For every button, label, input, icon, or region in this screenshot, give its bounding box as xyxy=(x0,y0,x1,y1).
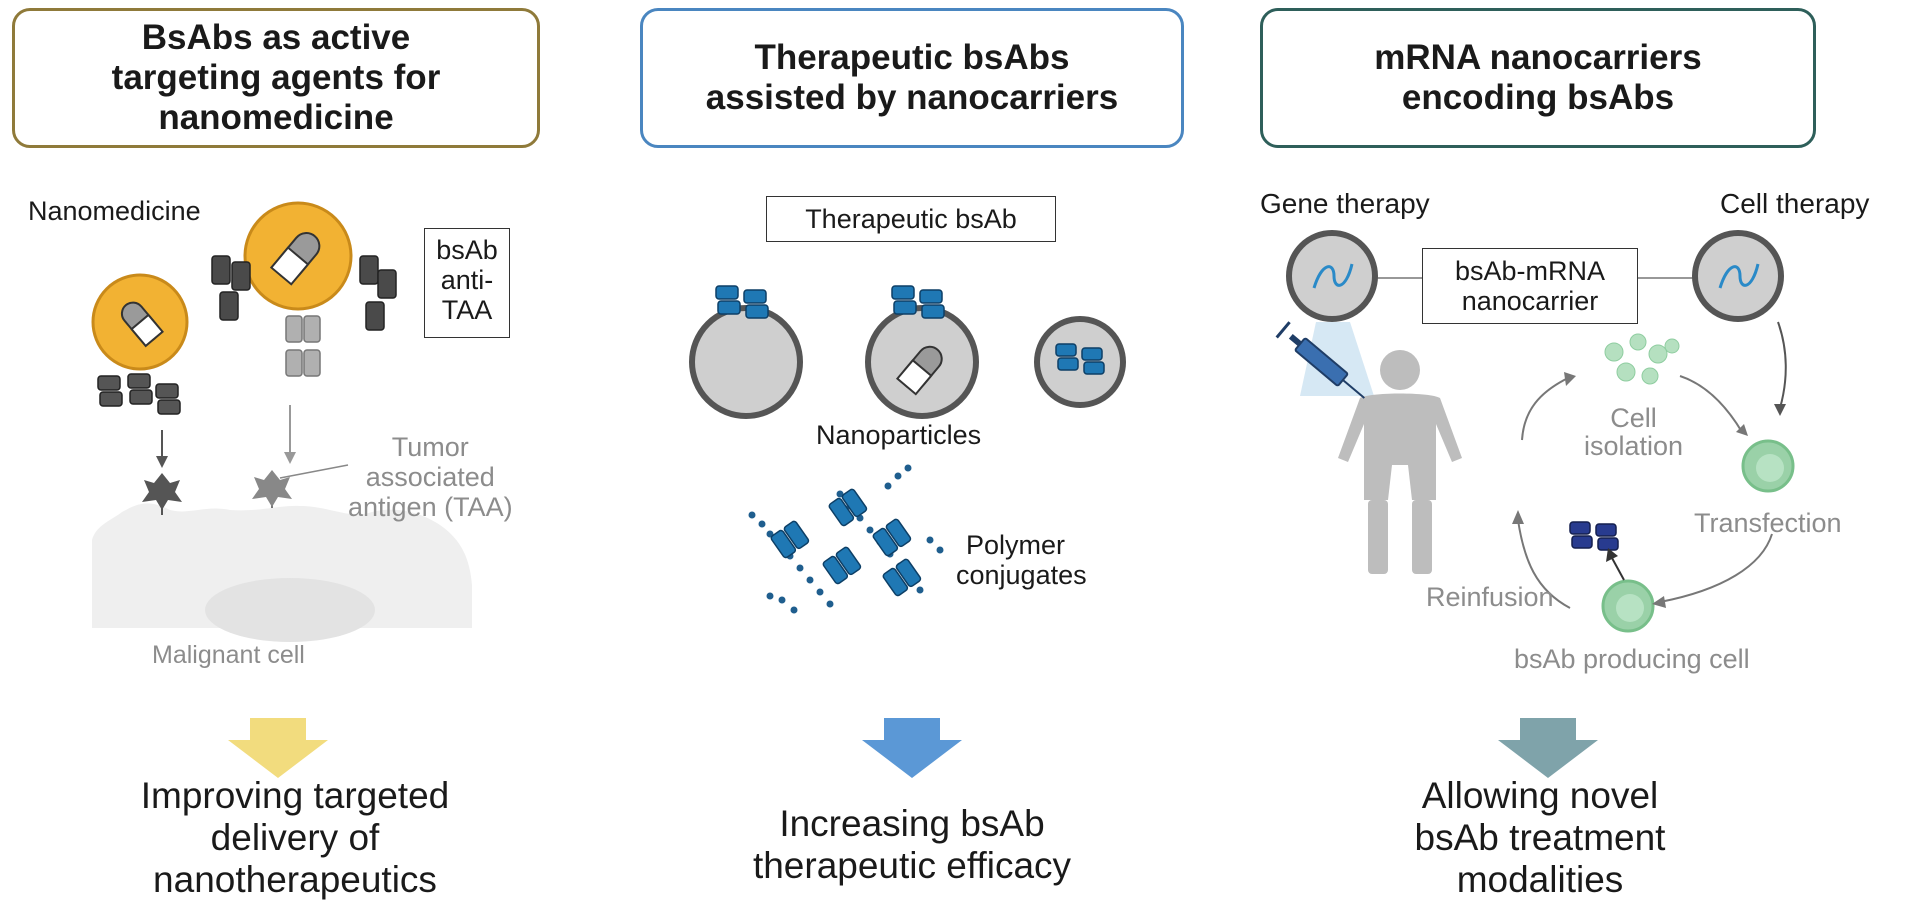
mrna-label-line1: bsAb-mRNA xyxy=(1454,256,1606,286)
transfection-label: Transfection xyxy=(1694,508,1842,538)
nanoparticles-label: Nanoparticles xyxy=(816,420,982,450)
panel1-header-line2: targeting agents for xyxy=(111,58,441,97)
cell-nucleus xyxy=(205,578,375,642)
panel3-header-line2: encoding bsAbs xyxy=(1401,78,1675,117)
bsab-label-line2: anti- xyxy=(440,265,494,295)
bsab-blue-2 xyxy=(891,285,945,319)
tumor-label-line1: Tumor xyxy=(391,432,469,462)
cell-isolation-line1: Cell xyxy=(1610,403,1657,433)
panel-nanocarriers: Therapeutic bsAbs assisted by nanocarrie… xyxy=(640,0,1240,913)
person-silhouette xyxy=(1338,350,1462,574)
cell-cluster xyxy=(1604,333,1680,385)
arrow-down-yellow-icon xyxy=(228,718,328,778)
polymer-bsabs xyxy=(770,488,922,597)
mrna-nanocarrier-left xyxy=(1286,230,1378,322)
panel1-header: BsAbs as active targeting agents for nan… xyxy=(12,8,540,148)
panel3-illustration xyxy=(1275,230,1795,633)
nanomedicine-label: Nanomedicine xyxy=(28,196,201,226)
tumor-antigen-label: Tumor associated antigen (TAA) xyxy=(348,432,513,522)
nanoparticle-plain xyxy=(689,305,803,419)
bsab-mrna-nanocarrier-box: bsAb-mRNA nanocarrier xyxy=(1422,248,1638,324)
panel1-outcome-line2: delivery of xyxy=(210,817,380,858)
polymer-conjugates-label: Polymer conjugates xyxy=(956,530,1087,590)
tumor-antigen-left xyxy=(142,473,182,510)
reinfusion-label: Reinfusion xyxy=(1426,582,1554,612)
spotlight-cone xyxy=(1300,322,1374,396)
bsab-label-line3: TAA xyxy=(441,295,493,325)
panel1-outcome-line3: nanotherapeutics xyxy=(153,859,437,900)
therapeutic-bsab-box: Therapeutic bsAb xyxy=(766,196,1056,242)
panel2-header-line1: Therapeutic bsAbs xyxy=(754,38,1070,77)
malignant-cell-shape xyxy=(92,503,472,628)
bsab-around-large xyxy=(211,255,397,331)
bsab-small xyxy=(97,373,181,415)
polymer-label-line2: conjugates xyxy=(956,560,1087,590)
panel1-outcome: Improving targeted delivery of nanothera… xyxy=(60,775,530,901)
therapeutic-bsab-label: Therapeutic bsAb xyxy=(805,204,1017,234)
arrow-down-blue-icon xyxy=(862,718,962,778)
syringe-icon xyxy=(1275,321,1365,399)
nanoparticle-encapsulated xyxy=(1034,316,1126,408)
panel1-header-line3: nanomedicine xyxy=(158,98,394,137)
panel3-header: mRNA nanocarriers encoding bsAbs xyxy=(1260,8,1816,148)
bsab-blue-3 xyxy=(1055,343,1105,375)
cell-isolation-line2: isolation xyxy=(1584,431,1684,461)
panel3-outcome: Allowing novel bsAb treatment modalities xyxy=(1300,775,1780,901)
gene-therapy-label: Gene therapy xyxy=(1260,188,1430,219)
tumor-antigen-right xyxy=(252,470,292,507)
tumor-label-line3: antigen (TAA) xyxy=(348,492,513,522)
cell-isolation-label: Cell isolation xyxy=(1584,404,1683,460)
panel2-header-line2: assisted by nanocarriers xyxy=(705,78,1119,117)
bsab-below-large xyxy=(285,315,321,377)
panel3-outcome-line3: modalities xyxy=(1456,859,1624,900)
panel1-outcome-line1: Improving targeted xyxy=(140,775,450,816)
polymer-label-line1: Polymer xyxy=(966,530,1066,560)
panel2-outcome-line2: therapeutic efficacy xyxy=(752,845,1072,886)
panel3-outcome-line1: Allowing novel xyxy=(1421,775,1659,816)
bsab-label-line1: bsAb xyxy=(436,235,498,265)
panel3-header-line1: mRNA nanocarriers xyxy=(1374,38,1702,77)
panel3-outcome-line2: bsAb treatment xyxy=(1414,817,1666,858)
mrna-nanocarrier-right xyxy=(1692,230,1784,322)
panel1-header-line1: BsAbs as active xyxy=(141,18,411,57)
panel-mrna-nanocarriers: mRNA nanocarriers encoding bsAbs xyxy=(1240,0,1920,913)
panel2-outcome: Increasing bsAb therapeutic efficacy xyxy=(670,803,1154,887)
arrow-down-teal-icon xyxy=(1498,718,1598,778)
panel-active-targeting: BsAbs as active targeting agents for nan… xyxy=(0,0,640,913)
bsab-blue-1 xyxy=(715,285,769,319)
panel1-illustration xyxy=(91,201,472,642)
bsab-producing-cell-label: bsAb producing cell xyxy=(1514,644,1750,674)
panel2-illustration xyxy=(689,285,1126,614)
bsab-anti-taa-box: bsAb anti- TAA xyxy=(424,228,510,338)
panel2-header: Therapeutic bsAbs assisted by nanocarrie… xyxy=(640,8,1184,148)
cell-therapy-label: Cell therapy xyxy=(1720,188,1870,219)
panel2-outcome-line1: Increasing bsAb xyxy=(779,803,1045,844)
secreted-bsab xyxy=(1569,521,1619,551)
mrna-label-line2: nanocarrier xyxy=(1461,286,1599,316)
malignant-cell-label: Malignant cell xyxy=(152,641,305,669)
tumor-label-line2: associated xyxy=(365,462,495,492)
